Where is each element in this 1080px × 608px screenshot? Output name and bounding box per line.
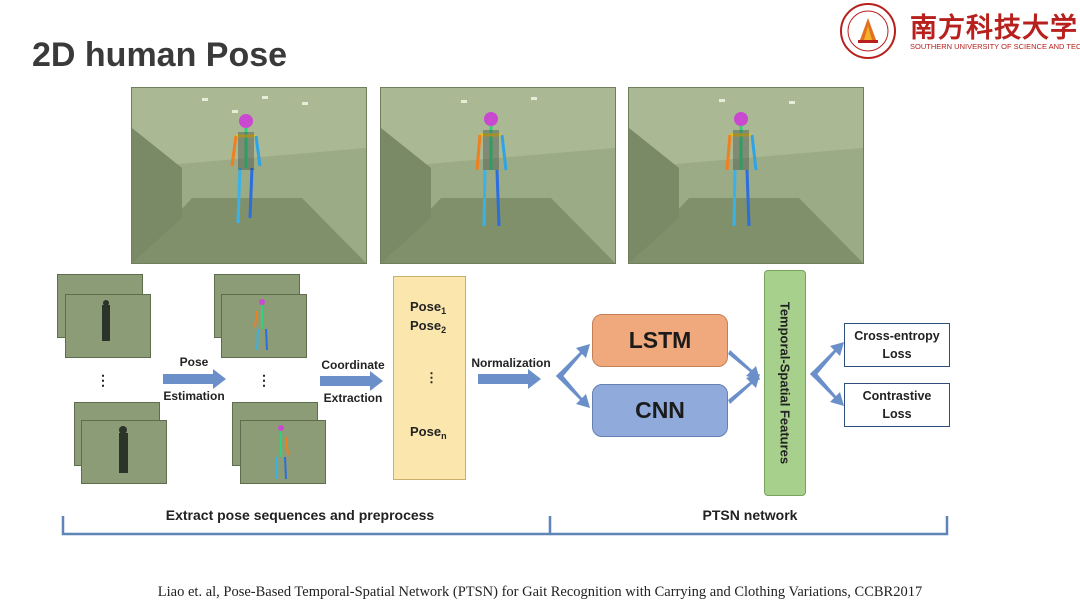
normalization-label: Normalization	[471, 356, 551, 370]
coordinate-extraction-label-1: Coordinate	[321, 358, 385, 372]
pose-photo-3	[628, 87, 864, 264]
ptsn-section-label: PTSN network	[702, 507, 798, 523]
university-seal-icon	[840, 3, 896, 59]
cnn-block: CNN	[592, 384, 728, 437]
coordinate-extraction-label-2: Extraction	[323, 391, 383, 405]
merge-arrows-icon	[728, 350, 760, 404]
loss-label: Loss	[882, 407, 912, 421]
university-logo	[838, 2, 1080, 60]
university-name-cn: 南方科技大学	[910, 13, 1078, 44]
right-arrow-icon	[163, 369, 226, 389]
walking-person-skeleton-image	[132, 88, 366, 263]
section-brackets	[61, 516, 949, 536]
pose-2-label: Pose2	[410, 318, 447, 335]
lstm-block: LSTM	[592, 314, 728, 367]
ellipsis-dots: ⋮	[257, 372, 271, 388]
pose-photo-2	[380, 87, 616, 264]
pose-photo-1	[131, 87, 367, 264]
loss-arrows-icon	[810, 342, 844, 406]
cross-entropy-label: Cross-entropy	[854, 329, 940, 343]
walking-person-skeleton-image	[381, 88, 615, 263]
pose-sequence-box: Pose1 Pose2 ⋮ Posen	[393, 276, 466, 480]
contrastive-label: Contrastive	[862, 389, 932, 403]
preprocess-section-label: Extract pose sequences and preprocess	[165, 507, 435, 523]
right-arrow-icon	[478, 369, 541, 389]
ellipsis-dots: ⋮	[425, 370, 438, 385]
citation-text: Liao et. al, Pose-Based Temporal-Spatial…	[157, 584, 923, 600]
right-arrow-icon	[320, 371, 383, 391]
ellipsis-dots: ⋮	[96, 372, 110, 388]
pose-1-label: Pose1	[410, 299, 447, 316]
split-arrows-icon	[556, 344, 590, 408]
temporal-spatial-features-block: Temporal-Spatial Features	[764, 270, 806, 496]
loss-label: Loss	[882, 347, 912, 361]
slide-title: 2D human Pose	[32, 36, 288, 74]
pose-frame-thumb	[221, 294, 307, 358]
raw-frame-thumb	[65, 294, 151, 358]
university-name-en: SOUTHERN UNIVERSITY OF SCIENCE AND TECHN…	[910, 42, 1080, 51]
pose-frame-thumb	[240, 420, 326, 484]
pose-n-label: Posen	[410, 424, 447, 441]
pose-estimation-label-1: Pose	[179, 355, 209, 369]
raw-frame-thumb	[81, 420, 167, 484]
temporal-spatial-features-label: Temporal-Spatial Features	[777, 301, 793, 465]
pose-estimation-label-2: Estimation	[163, 389, 225, 403]
walking-person-skeleton-image	[629, 88, 863, 263]
